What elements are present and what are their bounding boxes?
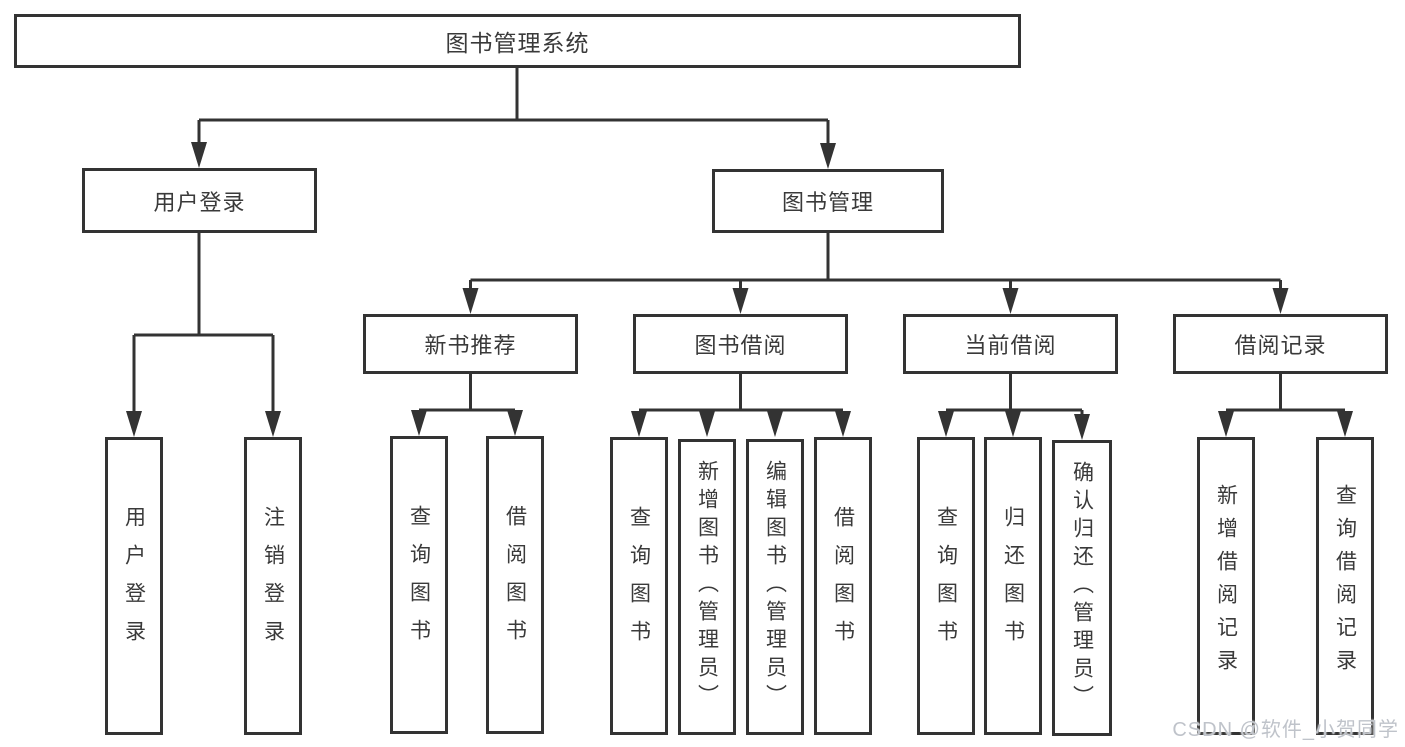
leaf-add-books-admin-label: 新增图书（管理员） xyxy=(695,459,719,712)
leaf-user-login-label: 用户登录 xyxy=(122,506,146,658)
leaf-current-query-books-label: 查询图书 xyxy=(934,506,958,658)
node-book-borrowing: 图书借阅 xyxy=(633,314,848,374)
leaf-confirm-return-admin-label: 确认归还（管理员） xyxy=(1070,460,1094,713)
leaf-recommend-borrow-books: 借阅图书 xyxy=(486,436,544,734)
leaf-edit-books-admin: 编辑图书（管理员） xyxy=(746,439,804,735)
leaf-return-books: 归还图书 xyxy=(984,437,1042,735)
node-current-borrowing: 当前借阅 xyxy=(903,314,1118,374)
connector-paths xyxy=(132,68,1345,416)
csdn-watermark: CSDN @软件_小贺同学 xyxy=(1172,719,1399,741)
leaf-logout-login: 注销登录 xyxy=(244,437,302,735)
leaf-current-query-books: 查询图书 xyxy=(917,437,975,735)
leaf-query-borrow-record: 查询借阅记录 xyxy=(1316,437,1374,735)
leaf-confirm-return-admin: 确认归还（管理员） xyxy=(1052,440,1112,736)
leaf-recommend-query-books-label: 查询图书 xyxy=(407,505,431,657)
leaf-borrowing-query-books: 查询图书 xyxy=(610,437,668,735)
leaf-recommend-query-books: 查询图书 xyxy=(390,436,448,734)
node-borrowing-records: 借阅记录 xyxy=(1173,314,1388,374)
leaf-user-login: 用户登录 xyxy=(105,437,163,735)
node-new-book-recommendation: 新书推荐 xyxy=(363,314,578,374)
leaf-logout-login-label: 注销登录 xyxy=(261,506,285,658)
node-user-login: 用户登录 xyxy=(82,168,317,233)
leaf-query-borrow-record-label: 查询借阅记录 xyxy=(1333,484,1357,682)
leaf-add-borrow-record-label: 新增借阅记录 xyxy=(1214,484,1238,682)
leaf-edit-books-admin-label: 编辑图书（管理员） xyxy=(763,459,787,712)
leaf-return-books-label: 归还图书 xyxy=(1001,506,1025,658)
node-book-management: 图书管理 xyxy=(712,169,944,233)
leaf-borrowing-query-books-label: 查询图书 xyxy=(627,506,651,658)
leaf-add-books-admin: 新增图书（管理员） xyxy=(678,439,736,735)
leaf-recommend-borrow-books-label: 借阅图书 xyxy=(503,505,527,657)
leaf-borrow-books: 借阅图书 xyxy=(814,437,872,735)
leaf-borrow-books-label: 借阅图书 xyxy=(831,506,855,658)
leaf-add-borrow-record: 新增借阅记录 xyxy=(1197,437,1255,735)
node-library-management-system: 图书管理系统 xyxy=(14,14,1021,68)
arrowhead-icons xyxy=(126,142,1353,440)
